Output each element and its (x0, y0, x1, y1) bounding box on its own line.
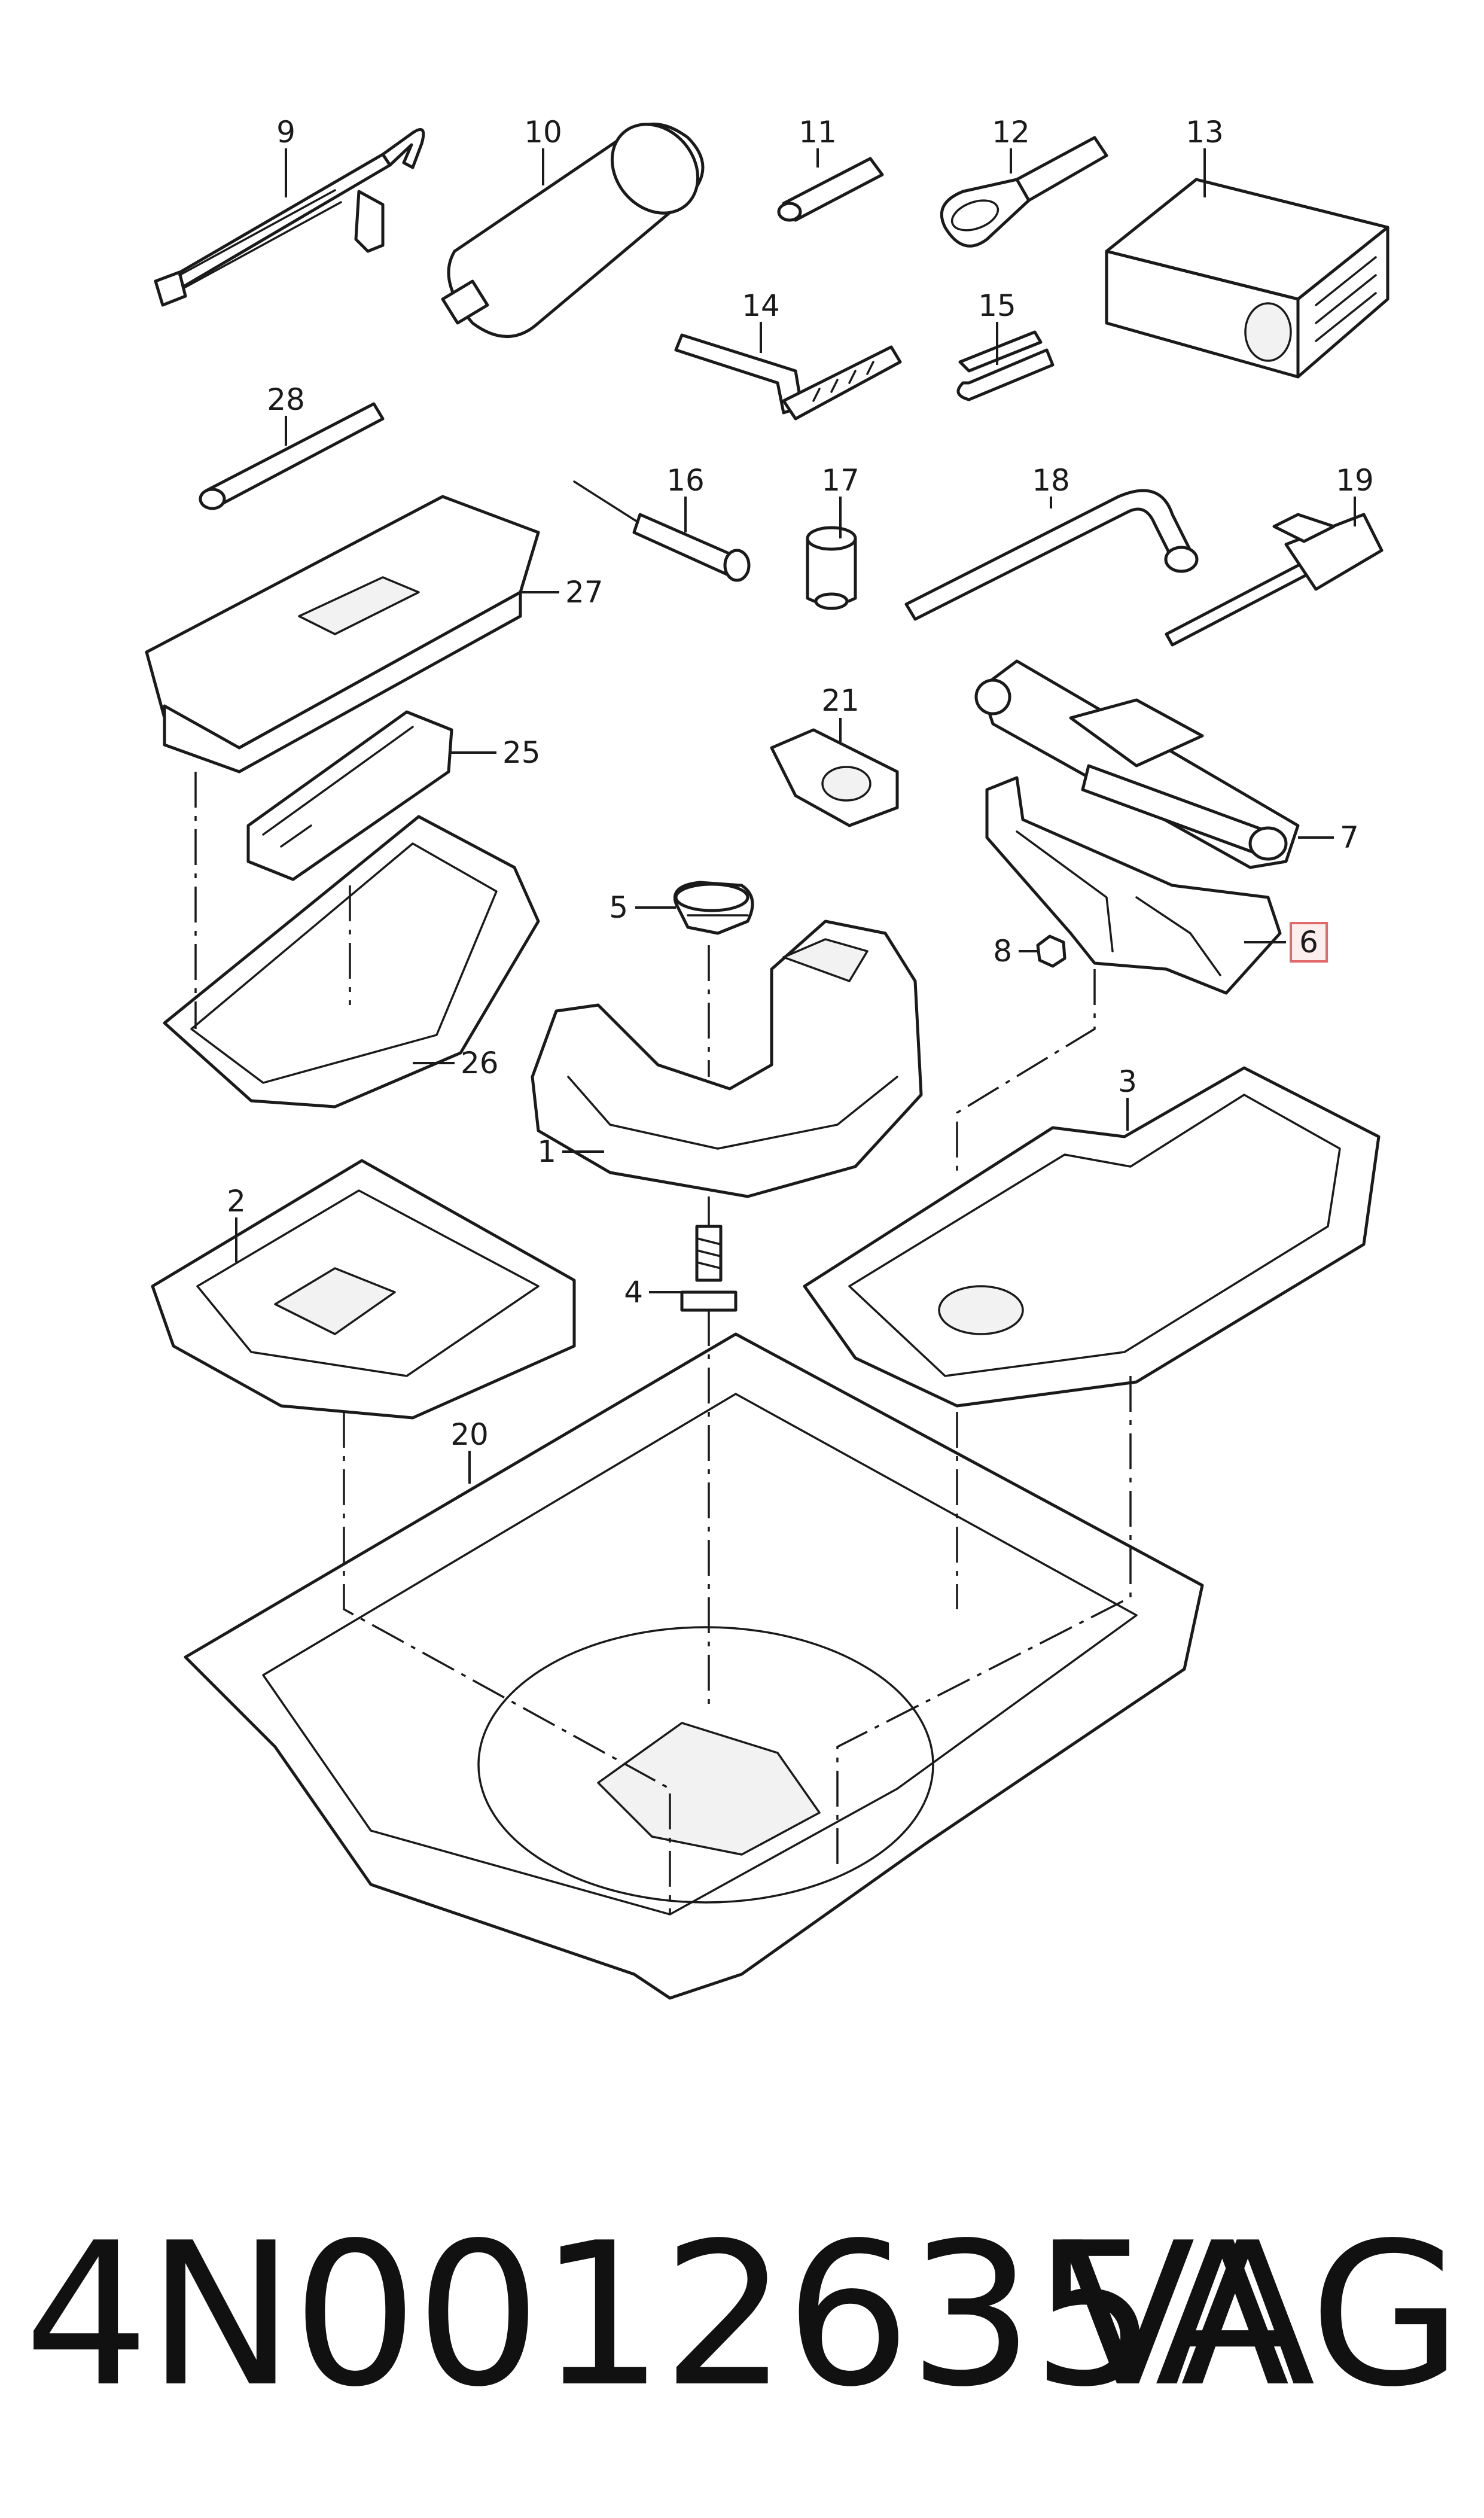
part-5-knob (674, 881, 754, 935)
callout-3: 3 (1118, 1064, 1137, 1099)
part-6-bracket (985, 776, 1282, 995)
callout-9: 9 (276, 115, 295, 150)
callout-12: 12 (992, 115, 1030, 150)
part-25-tray (246, 710, 453, 881)
callout-6-highlight-box (1290, 922, 1328, 963)
callout-1: 1 (537, 1134, 556, 1169)
callout-4: 4 (624, 1275, 643, 1310)
part-28-rod (199, 402, 385, 510)
callout-10: 10 (524, 115, 562, 150)
callout-13: 13 (1186, 115, 1224, 150)
part-17-socket (806, 526, 857, 610)
part-27-cover (145, 495, 540, 774)
callout-28: 28 (267, 382, 305, 417)
callout-6-highlight: 6 (1290, 922, 1328, 963)
callout-26: 26 (461, 1046, 499, 1080)
part-4-bolt (680, 1225, 738, 1312)
leader-lines (235, 148, 1356, 1484)
part-13-box (1105, 178, 1389, 379)
part-1-foam-insert (531, 919, 923, 1198)
callout-14: 14 (742, 288, 780, 323)
part-26-large-tray (163, 815, 540, 1109)
callout-25: 25 (502, 735, 541, 770)
part-12-towing-eye (940, 136, 1108, 248)
callout-15: 15 (978, 288, 1016, 323)
part-20-floor-pan (184, 1332, 1204, 2000)
part-11-pin (777, 157, 884, 222)
part-7-jack (974, 659, 1300, 869)
part-21-adapter (770, 728, 899, 827)
callout-27: 27 (565, 575, 604, 610)
callout-17: 17 (821, 463, 860, 498)
part-18-lever (904, 489, 1199, 621)
part-9-rod (154, 128, 425, 307)
callout-11: 11 (799, 115, 837, 150)
callout-16: 16 (666, 463, 705, 498)
assembly-lines (194, 772, 1132, 1914)
callout-8: 8 (993, 934, 1012, 969)
part-3-right-insert (803, 1066, 1381, 1408)
part-10-cylinder (441, 123, 705, 338)
callout-6: 6 (1299, 925, 1318, 960)
callout-5: 5 (609, 890, 628, 925)
part-19-strap (1165, 513, 1384, 647)
part-15-clip (956, 330, 1055, 401)
part-14-tool (674, 333, 902, 421)
callout-19: 19 (1336, 463, 1374, 498)
callout-2: 2 (227, 1184, 246, 1219)
callout-20: 20 (450, 1417, 489, 1452)
part-8-nut (1036, 934, 1066, 968)
part-16-screwdriver (573, 480, 751, 582)
callout-18: 18 (1032, 463, 1070, 498)
callout-7: 7 (1340, 820, 1359, 855)
part-number-text: 4N0012635A (24, 2200, 1290, 2430)
brand-text: VAG (1060, 2200, 1462, 2430)
callout-21: 21 (821, 683, 860, 718)
part-2-left-insert (151, 1159, 576, 1420)
callout-labels: 9 10 11 12 13 14 15 28 16 17 18 19 27 21… (227, 115, 1374, 1452)
